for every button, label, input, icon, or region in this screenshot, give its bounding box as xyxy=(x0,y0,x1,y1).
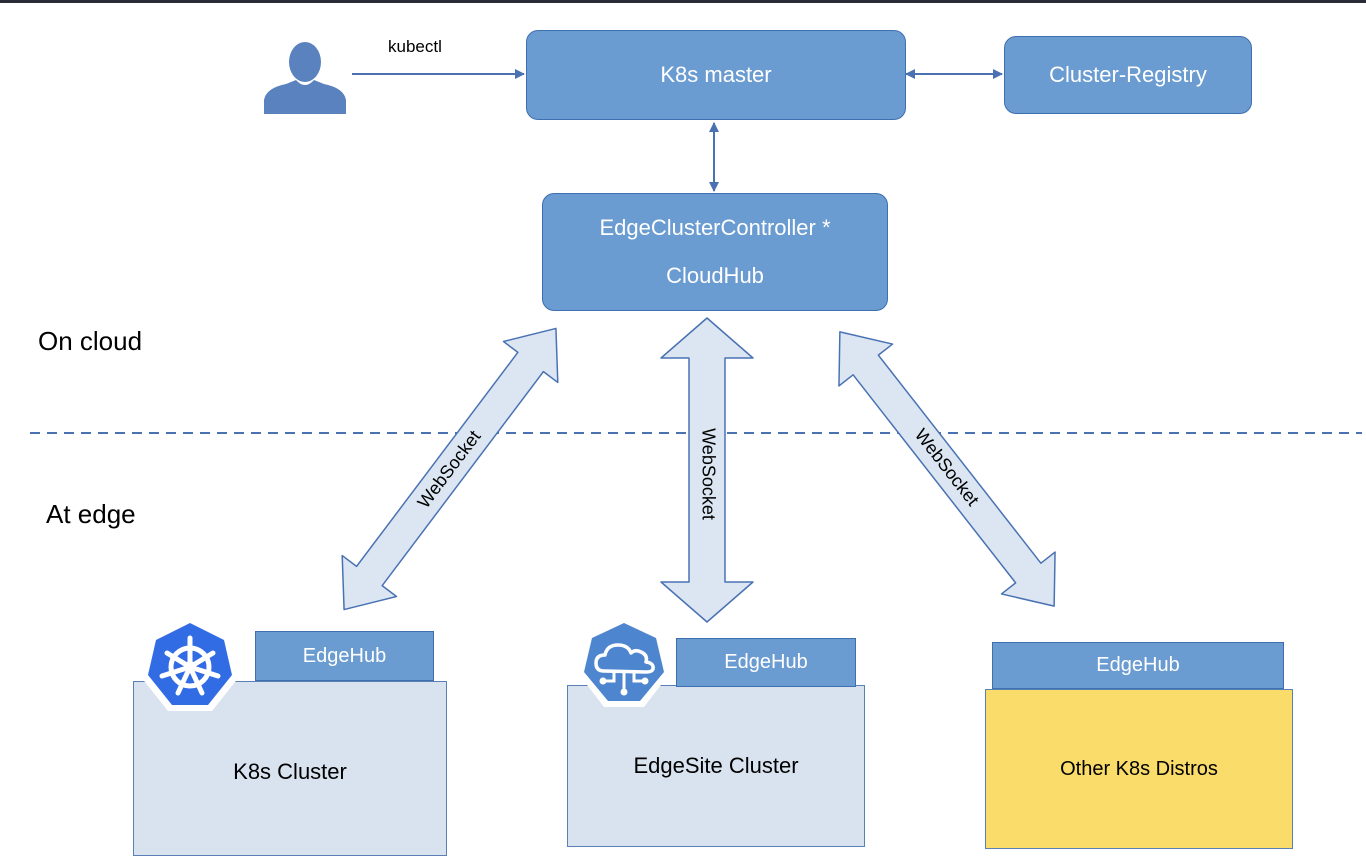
edge-cluster-controller-label: EdgeClusterController * xyxy=(599,215,831,240)
websocket-label-center: WebSocket xyxy=(698,428,718,520)
websocket-label-right: WebSocket xyxy=(911,425,983,510)
websocket-arrow-center xyxy=(660,317,754,623)
other-edgehub-label: EdgeHub xyxy=(1096,654,1180,676)
websocket-arrow-right xyxy=(838,331,1056,607)
k8s-master-label: K8s master xyxy=(660,62,772,87)
user-icon xyxy=(264,42,346,114)
edgesite-cluster-label: EdgeSite Cluster xyxy=(633,753,799,778)
websocket-label-left: WebSocket xyxy=(413,427,484,512)
websocket-arrow-left xyxy=(341,327,559,611)
other-k8s-distros-box: Other K8s Distros xyxy=(985,689,1293,849)
other-edgehub-box: EdgeHub xyxy=(992,642,1284,689)
edgesite-edgehub-box: EdgeHub xyxy=(676,638,856,687)
edge-cluster-controller-box: EdgeClusterController * CloudHub xyxy=(542,193,888,311)
cluster-registry-label: Cluster-Registry xyxy=(1049,62,1207,87)
k8s-cluster-label: K8s Cluster xyxy=(233,758,347,784)
at-edge-label: At edge xyxy=(46,499,136,529)
kubectl-label: kubectl xyxy=(388,37,442,56)
k8s-edgehub-box: EdgeHub xyxy=(255,631,434,681)
window-top-border xyxy=(0,0,1366,3)
cloud-network-icon xyxy=(578,617,670,707)
edgesite-edgehub-label: EdgeHub xyxy=(724,651,808,673)
cloudhub-label: CloudHub xyxy=(666,263,764,288)
k8s-master-box: K8s master xyxy=(526,30,906,120)
k8s-edgehub-label: EdgeHub xyxy=(302,644,387,667)
other-k8s-distros-label: Other K8s Distros xyxy=(1060,757,1218,780)
on-cloud-label: On cloud xyxy=(38,326,143,356)
cluster-registry-box: Cluster-Registry xyxy=(1004,36,1252,114)
edgesite-cluster-box: EdgeSite Cluster xyxy=(567,685,865,847)
kubernetes-logo-icon xyxy=(141,616,239,711)
